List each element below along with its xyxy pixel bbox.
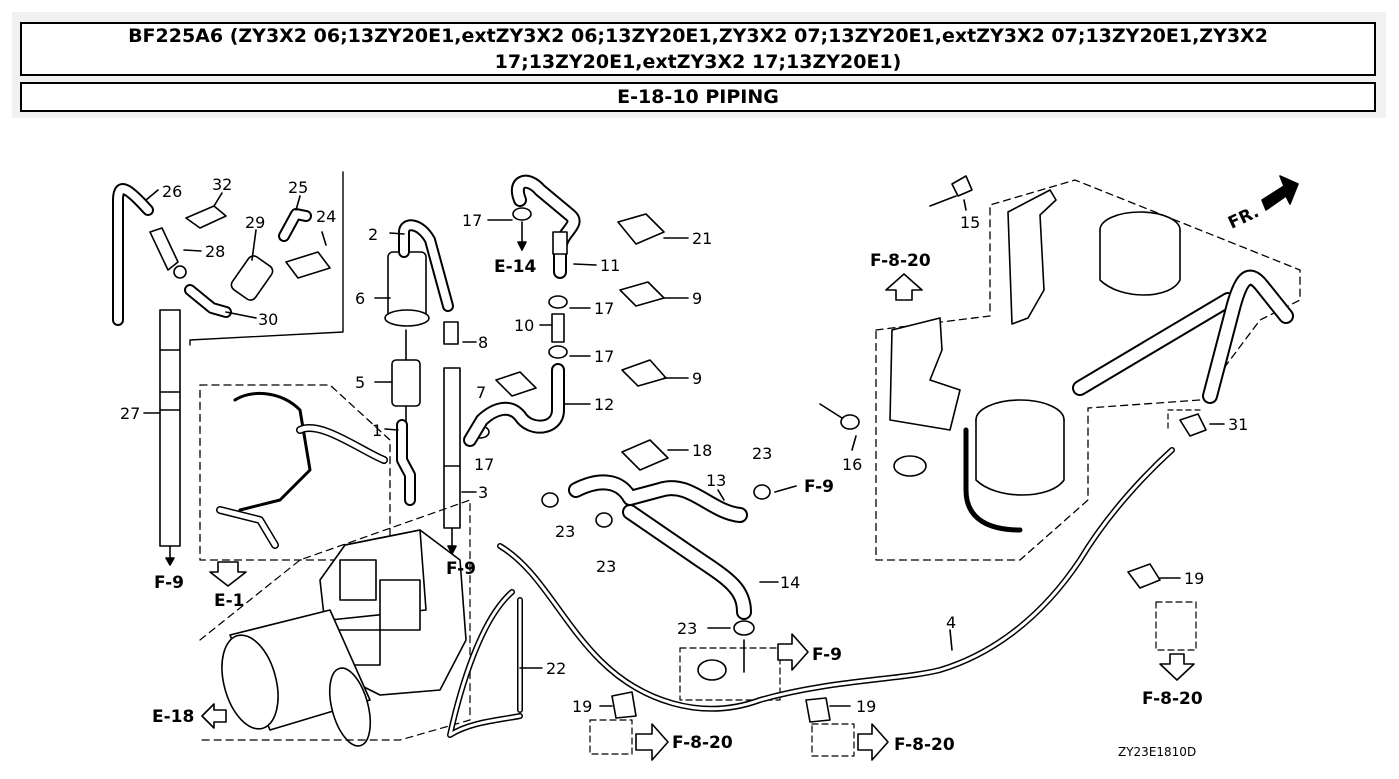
part-label-30: 30	[258, 310, 278, 329]
model-title: BF225A6 (ZY3X2 06;13ZY20E1,extZY3X2 06;1…	[20, 22, 1376, 76]
part-label-8: 8	[478, 333, 488, 352]
part-label-9a: 9	[692, 289, 702, 308]
ref-f820-bottom-mid: F-8-20	[894, 735, 955, 755]
part-label-31: 31	[1228, 415, 1248, 434]
ref-f820-bottom-left: F-8-20	[672, 733, 733, 753]
part-24-clip	[285, 251, 331, 279]
part-10-joint	[551, 313, 565, 343]
part-label-22: 22	[546, 659, 566, 678]
part-label-23d: 23	[677, 619, 697, 638]
part-label-12: 12	[594, 395, 614, 414]
part-29-filter	[230, 255, 274, 301]
part-label-6: 6	[355, 289, 365, 308]
group-outline-right	[875, 179, 1301, 561]
ref-f820-top: F-8-20	[870, 251, 931, 271]
part-label-2: 2	[368, 225, 378, 244]
part-label-19b: 19	[856, 697, 876, 716]
part-6-filter	[387, 251, 427, 319]
part-label-27: 27	[120, 404, 140, 423]
part-label-17d: 17	[474, 455, 494, 474]
part-label-7: 7	[476, 383, 486, 402]
part-18-clip	[621, 439, 669, 471]
part-label-28: 28	[205, 242, 225, 261]
ref-e18: E-18	[152, 707, 194, 727]
part-label-3: 3	[478, 483, 488, 502]
part-label-15: 15	[960, 213, 980, 232]
part-9-clip-b	[621, 359, 667, 387]
part-5-strainer	[391, 359, 421, 407]
part-label-23c: 23	[596, 557, 616, 576]
diagram-header: BF225A6 (ZY3X2 06;13ZY20E1,extZY3X2 06;1…	[12, 12, 1386, 118]
part-label-23b: 23	[555, 522, 575, 541]
part-label-9b: 9	[692, 369, 702, 388]
part-label-24: 24	[316, 207, 336, 226]
part-label-17a: 17	[462, 211, 482, 230]
part-label-19c: 19	[1184, 569, 1204, 588]
ref-e1: E-1	[214, 591, 245, 611]
part-23-clamp	[541, 492, 559, 508]
part-31-clip	[1179, 413, 1207, 437]
ref-f9-bottom: F-9	[812, 645, 842, 665]
part-label-25: 25	[288, 178, 308, 197]
ref-f820-right: F-8-20	[1142, 689, 1203, 709]
part-27-pipe	[159, 309, 181, 547]
part-9-clip-a	[619, 281, 665, 307]
part-label-18: 18	[692, 441, 712, 460]
part-label-26: 26	[162, 182, 182, 201]
piping-exploded-diagram: 26 32 25 24 29 28 30 27 2 6 5 1 8 3 17 1…	[112, 171, 1301, 761]
front-direction-label: FR.	[1225, 202, 1262, 233]
ref-f9-mid: F-9	[446, 559, 476, 579]
part-8-joint	[443, 321, 459, 345]
part-19-clip-right	[1127, 563, 1161, 589]
part-15-bolt	[951, 175, 973, 197]
part-17-clip	[512, 207, 532, 221]
part-19-clip-mid	[805, 697, 831, 723]
part-label-29: 29	[245, 213, 265, 232]
part-21-clip	[617, 213, 665, 245]
section-title: E-18-10 PIPING	[20, 82, 1376, 112]
part-label-16: 16	[842, 455, 862, 474]
part-label-13: 13	[706, 471, 726, 490]
part-19-clip-left	[611, 691, 637, 719]
fr-direction-arrow	[1261, 175, 1299, 211]
group-outline-vapor	[199, 384, 391, 561]
part-label-11: 11	[600, 256, 620, 275]
part-28-joint	[149, 227, 179, 271]
part-label-17b: 17	[594, 299, 614, 318]
part-label-1: 1	[372, 421, 382, 440]
part-label-4: 4	[946, 613, 956, 632]
part-label-19a: 19	[572, 697, 592, 716]
part-7-clip	[495, 371, 537, 397]
drawing-code: ZY23E1810D	[1118, 745, 1196, 759]
part-16-bolt	[840, 414, 860, 430]
part-label-14: 14	[780, 573, 800, 592]
part-label-32: 32	[212, 175, 232, 194]
part-label-5: 5	[355, 373, 365, 392]
part-label-17c: 17	[594, 347, 614, 366]
group-outline-left	[189, 171, 344, 346]
part-32-clip	[185, 205, 227, 229]
bracket-fuel-pump	[679, 647, 781, 701]
ref-e14: E-14	[494, 257, 536, 277]
bracket-upper	[1007, 189, 1057, 325]
ref-f9-left: F-9	[154, 573, 184, 593]
ref-f9-clamp: F-9	[804, 477, 834, 497]
part-label-10: 10	[514, 316, 534, 335]
part-label-23a: 23	[752, 444, 772, 463]
bracket-lower	[889, 317, 961, 431]
part-label-21: 21	[692, 229, 712, 248]
